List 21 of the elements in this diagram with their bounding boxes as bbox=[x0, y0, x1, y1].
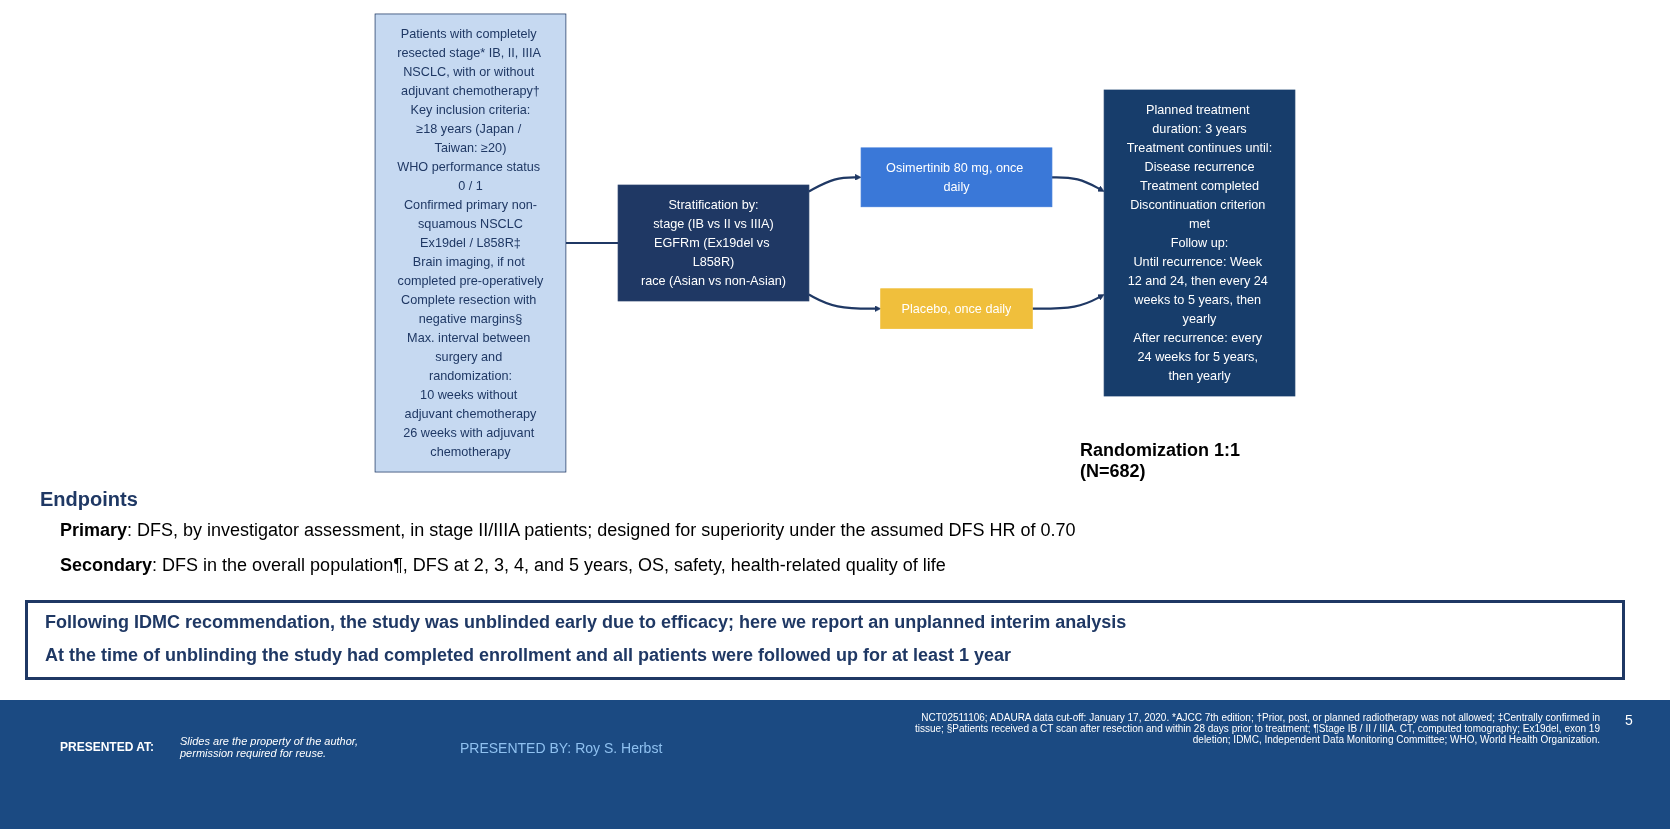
arrow bbox=[808, 293, 881, 312]
node-box: Stratification by: stage (IB vs II vs IIIA) EGFRm (Ex19del vs L858R) race (Asian vs non-Asian) bbox=[617, 184, 810, 302]
node-box: Planned treatment duration: 3 years Treatment continues until: Disease recurrence Treatment completed Discontinuation criterion met Follow up: Until recurrence: Week 12 and 24, then every 24 weeks to 5 years, then yearly After recurrence: every 24 weeks for 5 years, then yearly bbox=[1103, 89, 1296, 397]
page-number: 5 bbox=[1625, 712, 1633, 728]
footer-text: PRESENTED AT: bbox=[60, 740, 154, 754]
arrow bbox=[808, 174, 862, 193]
footnote-text: NCT02511106; ADAURA data cut-off: January 17, 2020. *AJCC 7th edition; †Prior, post, or planned radiotherapy was not allowed; ‡Centrally confirmed in tissue; §Patients received a CT scan after resection and within 28 days prior to treatment; ¶Stage IB / II / IIIA. CT, computed tomography; Ex19del, exon 19 deletion; IDMC, Independent Data Monitoring Committee; WHO, World Health Organization. bbox=[914, 712, 1600, 745]
note-text: Secondary: DFS in the overall population¶, DFS at 2, 3, 4, and 5 years, OS, safety, health-related quality of life bbox=[60, 555, 947, 576]
randomization-text: Randomization 1:1 (N=682) bbox=[1080, 440, 1241, 482]
section-heading: Endpoints bbox=[40, 488, 138, 511]
note-text: Following IDMC recommendation, the study was unblinded early due to efficacy; here we report an unplanned interim analysis bbox=[45, 612, 1128, 633]
presenter-text: PRESENTED BY: Roy S. Herbst bbox=[460, 740, 663, 756]
arrow bbox=[1032, 294, 1105, 310]
note-text: At the time of unblinding the study had completed enrollment and all patients were followed up for at least 1 year bbox=[45, 645, 1013, 666]
arrow bbox=[1051, 176, 1105, 192]
node-box: Placebo, once daily bbox=[880, 288, 1033, 329]
footer-text: Slides are the property of the author, permission required for reuse. bbox=[180, 735, 359, 759]
connector bbox=[565, 241, 619, 245]
node-box: Patients with completely resected stage* IB, II, IIIA NSCLC, with or without adjuvant chemotherapy† Key inclusion criteria: ≥18 years (Japan / Taiwan: ≥20) WHO performance status 0 / 1 Confirmed primary non-squamous NSCLC Ex19del / L858R‡ Brain imaging, if not completed pre-operatively Complete resection with negative margins§ Max. interval between surgery and randomization: 10 weeks without adjuvant chemotherapy 26 weeks with adjuvant chemotherapy bbox=[374, 13, 567, 473]
node-box: Osimertinib 80 mg, once daily bbox=[860, 147, 1053, 208]
note-text: Primary: DFS, by investigator assessment, in stage II/IIIA patients; designed for superiority under the assumed DFS HR of 0.70 bbox=[60, 520, 1077, 541]
